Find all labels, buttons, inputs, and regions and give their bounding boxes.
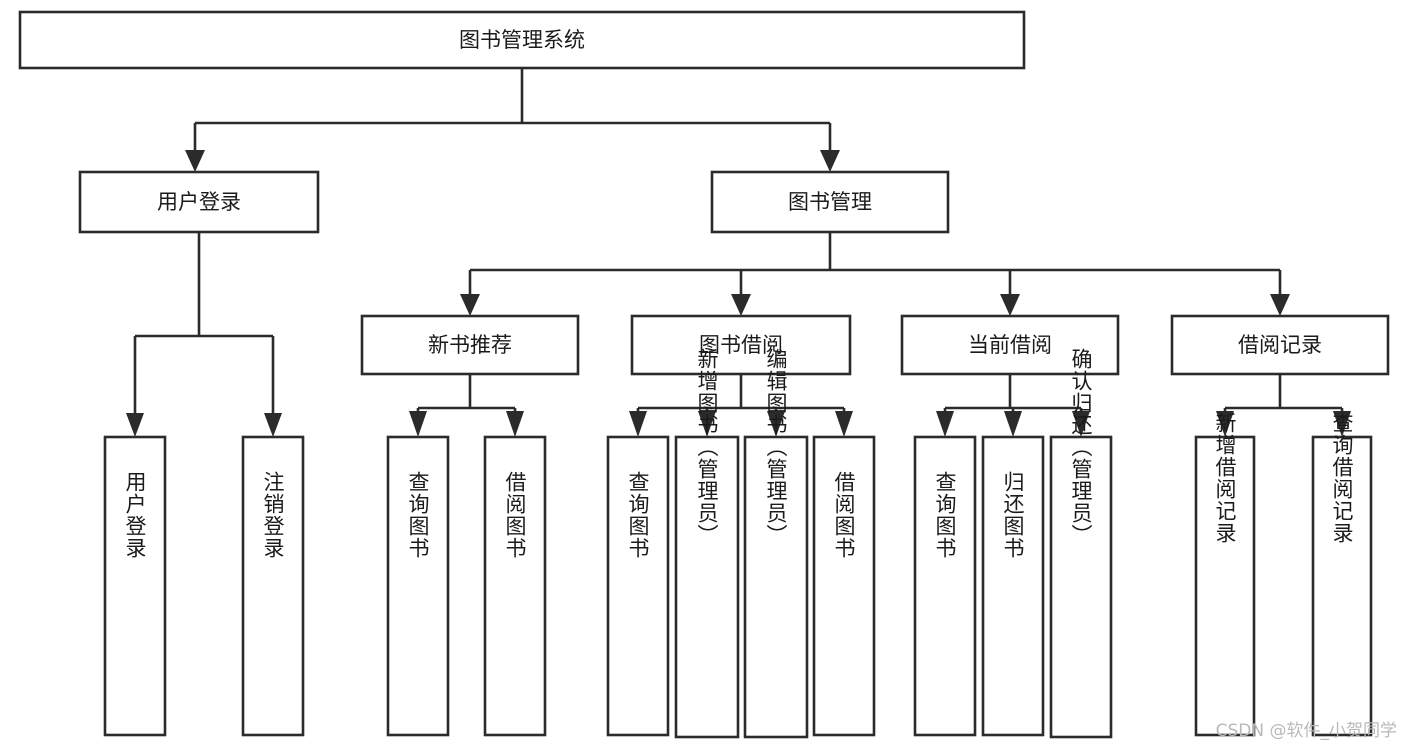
node-leaf-user-login[interactable]: 用户登录 [103,435,167,737]
node-leaf-borrow-book-1-box[interactable] [483,435,547,737]
node-leaf-add-book-admin[interactable]: 新增图书（管理员） [674,348,740,739]
node-leaf-query-book-1-label: 查询图书 [406,471,430,559]
node-user-login[interactable]: 用户登录 [78,170,320,234]
node-book-borrow[interactable]: 图书借阅 [630,314,852,376]
arrow-head-leaf-borrow-book-2 [835,411,853,437]
arrow-head-leaf-confirm-return-admin [1072,411,1090,437]
node-leaf-query-book-2-label: 查询图书 [626,471,650,559]
node-leaf-confirm-return-admin[interactable]: 确认归还（管理员） [1049,348,1113,739]
node-leaf-edit-book-admin-box[interactable] [743,435,809,739]
arrow-head-borrow-record [1270,294,1290,316]
node-book-borrow-label: 图书借阅 [699,333,783,357]
arrow-head-leaf-query-book-2 [629,411,647,437]
node-leaf-add-book-admin-label: 新增图书（管理员） [695,348,719,546]
connector-layer [126,68,1351,437]
arrow-head-leaf-query-book-1 [409,411,427,437]
node-leaf-query-book-3-box[interactable] [913,435,977,737]
arrow-head-new-book-recommend [460,294,480,316]
node-leaf-edit-book-admin-label: 编辑图书（管理员） [764,348,788,546]
node-borrow-record[interactable]: 借阅记录 [1170,314,1390,376]
node-borrow-record-box[interactable] [1170,314,1390,376]
node-leaf-borrow-book-2-label: 借阅图书 [832,471,856,559]
node-leaf-user-logout[interactable]: 注销登录 [241,435,305,737]
node-leaf-add-book-admin-box[interactable] [674,435,740,739]
arrow-head-current-borrow [1000,294,1020,316]
node-leaf-borrow-book-2[interactable]: 借阅图书 [812,435,876,737]
node-leaf-query-borrow-record[interactable]: 查询借阅记录 [1311,412,1373,737]
node-leaf-add-borrow-record-box[interactable] [1194,435,1256,737]
node-user-login-box[interactable] [78,170,320,234]
node-book-manage[interactable]: 图书管理 [710,170,950,234]
arrow-head-leaf-edit-book-admin [767,411,785,437]
node-leaf-query-book-2-box[interactable] [606,435,670,737]
node-book-manage-box[interactable] [710,170,950,234]
node-leaf-query-borrow-record-label: 查询借阅记录 [1330,412,1354,544]
arrow-head-leaf-borrow-book-1 [506,411,524,437]
node-leaf-borrow-book-2-box[interactable] [812,435,876,737]
node-new-book-recommend[interactable]: 新书推荐 [360,314,580,376]
node-leaf-user-logout-box[interactable] [241,435,305,737]
node-leaf-query-borrow-record-box[interactable] [1311,435,1373,737]
node-leaf-query-book-3[interactable]: 查询图书 [913,435,977,737]
node-new-book-recommend-label: 新书推荐 [428,333,512,357]
node-leaf-return-book[interactable]: 归还图书 [981,435,1045,737]
node-leaf-confirm-return-admin-label: 确认归还（管理员） [1069,348,1093,546]
node-leaf-query-book-3-label: 查询图书 [933,471,957,559]
node-current-borrow-label: 当前借阅 [968,333,1052,357]
arrow-head-book-borrow [731,294,751,316]
arrow-head-leaf-return-book [1004,411,1022,437]
node-new-book-recommend-box[interactable] [360,314,580,376]
node-leaf-edit-book-admin[interactable]: 编辑图书（管理员） [743,348,809,739]
node-book-borrow-box[interactable] [630,314,852,376]
node-leaf-return-book-box[interactable] [981,435,1045,737]
arrow-head-user-login [185,150,205,172]
node-leaf-add-borrow-record-label: 新增借阅记录 [1213,412,1237,544]
arrow-head-leaf-user-logout [264,413,282,437]
arrow-head-leaf-add-book-admin [698,411,716,437]
arrow-head-leaf-query-book-3 [936,411,954,437]
node-leaf-borrow-book-1[interactable]: 借阅图书 [483,435,547,737]
node-root[interactable]: 图书管理系统 [18,10,1026,70]
node-book-manage-label: 图书管理 [788,190,872,214]
node-leaf-query-book-1-box[interactable] [386,435,450,737]
node-leaf-return-book-label: 归还图书 [1001,471,1025,559]
arrow-head-book-manage [820,150,840,172]
node-user-login-label: 用户登录 [157,190,241,214]
node-leaf-query-book-2[interactable]: 查询图书 [606,435,670,737]
node-leaf-borrow-book-1-label: 借阅图书 [503,471,527,559]
node-leaf-user-login-label: 用户登录 [123,471,147,559]
node-leaf-user-logout-label: 注销登录 [261,471,285,559]
node-borrow-record-label: 借阅记录 [1238,333,1322,357]
node-root-label: 图书管理系统 [459,28,585,52]
node-current-borrow[interactable]: 当前借阅 [900,314,1120,376]
arrow-head-leaf-query-borrow-record [1333,411,1351,437]
arrow-head-leaf-add-borrow-record [1216,411,1234,437]
node-root-box[interactable] [18,10,1026,70]
node-leaf-add-borrow-record[interactable]: 新增借阅记录 [1194,412,1256,737]
arrow-head-leaf-user-login [126,413,144,437]
node-leaf-query-book-1[interactable]: 查询图书 [386,435,450,737]
node-leaf-user-login-box[interactable] [103,435,167,737]
node-current-borrow-box[interactable] [900,314,1120,376]
node-leaf-confirm-return-admin-box[interactable] [1049,435,1113,739]
